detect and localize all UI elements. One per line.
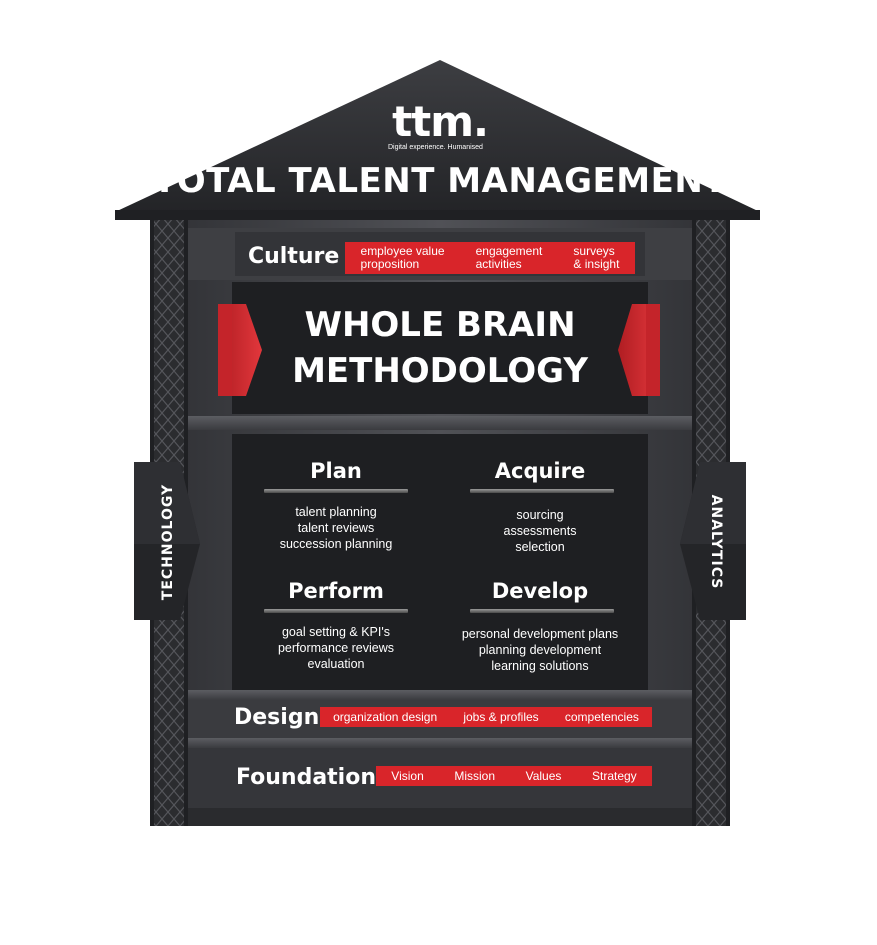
quadrant-divider [470,489,614,493]
base [188,808,692,826]
foundation-item: Mission [454,768,496,783]
logo-wordmark: ttm. [392,97,489,146]
roof-eave [115,210,760,220]
quadrant-divider [470,609,614,613]
design-strip: organization design jobs & profiles comp… [320,707,652,727]
logo-tagline: Digital experience. Humanised [388,144,483,151]
foundation-item: Strategy [591,768,637,783]
center-line-2: METHODOLOGY [292,351,588,391]
quadrant-develop-items: personal development plans planning deve… [461,627,619,673]
quadrant-divider [264,609,408,613]
foundation-label: Foundation [236,765,377,790]
center-line-1: WHOLE BRAIN [304,305,576,345]
technology-label: TECHNOLOGY [160,483,176,601]
ttm-logo: ttm. Digital experience. Humanised [340,100,540,152]
foundation-item: Vision [391,768,424,783]
roof-title: TOTAL TALENT MANAGEMENT [153,161,727,201]
design-item: organization design [333,709,438,724]
shelf [188,416,692,430]
roof [115,60,760,212]
quadrant-perform-items: goal setting & KPI's performance reviews… [277,625,394,671]
foundation-strip: Vision Mission Values Strategy [376,766,652,786]
design-item: competencies [564,709,639,724]
quadrant-acquire-title: Acquire [494,459,586,483]
quadrant-perform-title: Perform [288,579,384,603]
quadrant-panel [232,434,648,690]
analytics-label: ANALYTICS [708,494,724,590]
quadrant-divider [264,489,408,493]
culture-item: surveys& insight [573,244,620,271]
center-panel [232,282,648,414]
design-label: Design [234,705,320,730]
quadrant-acquire-items: sourcing assessments selection [503,508,577,554]
quadrant-plan-title: Plan [310,459,362,483]
whole-brain-methodology: WHOLE BRAIN METHODOLOGY [238,302,642,394]
culture-label: Culture [248,244,340,269]
quadrant-develop-title: Develop [491,579,589,603]
design-item: jobs & profiles [463,709,539,724]
quadrant-plan-items: talent planning talent reviews successio… [279,505,393,551]
foundation-item: Values [525,768,562,783]
